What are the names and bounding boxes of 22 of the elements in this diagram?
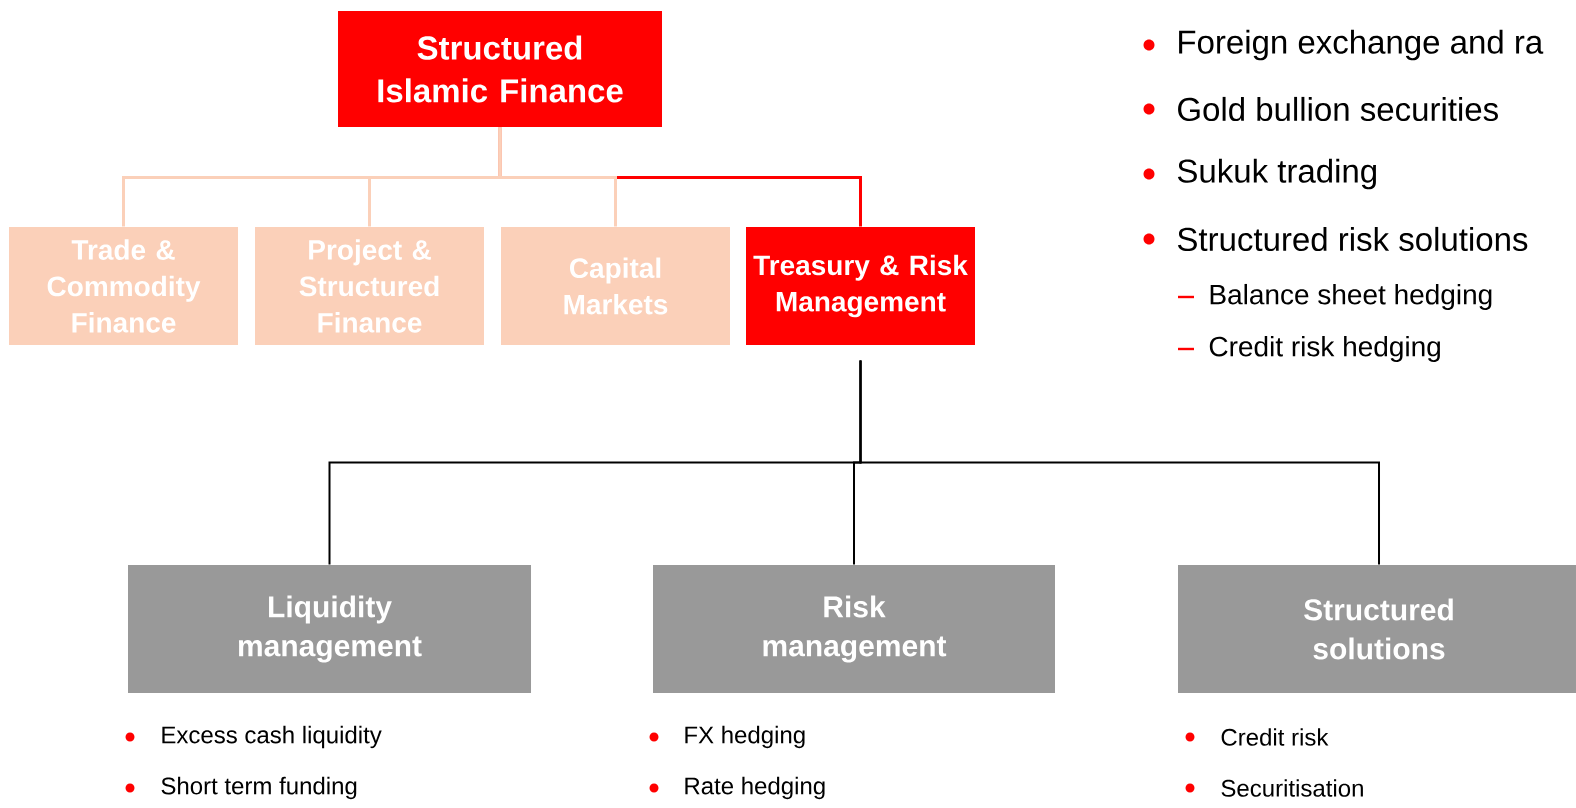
bullet-item: FX hedging	[649, 725, 805, 749]
bullet-item: Gold bullion securities	[1143, 96, 1498, 122]
division-box: Treasury & Risk Management	[746, 227, 975, 345]
bullet-item: Sukuk trading	[1143, 158, 1376, 190]
bullet-item: Securitisation	[1185, 779, 1363, 797]
bullet-item: Short term funding	[125, 776, 357, 800]
title-box: Structured Islamic Finance	[338, 11, 662, 127]
function-box: Structured solutions	[1178, 565, 1576, 693]
bullet-item: Credit risk hedging	[1178, 335, 1440, 363]
connector	[328, 359, 862, 566]
division-box: Trade & Commodity Finance	[9, 227, 238, 345]
function-box: Liquidity management	[128, 565, 531, 693]
bullet-item: Rate hedging	[649, 776, 825, 800]
bullet-item: Structured risk solutions	[1143, 226, 1528, 252]
division-box: Project & Structured Finance	[255, 227, 484, 345]
bullet-item: Credit risk	[1185, 728, 1329, 746]
bullet-item: Balance sheet hedging	[1178, 283, 1492, 311]
division-box: Capital Markets	[501, 227, 730, 345]
function-box: Risk management	[653, 565, 1055, 693]
bullet-item: Excess cash liquidity	[125, 725, 382, 749]
connector	[122, 127, 502, 227]
bullet-item: Foreign exchange and ra	[1143, 29, 1544, 61]
